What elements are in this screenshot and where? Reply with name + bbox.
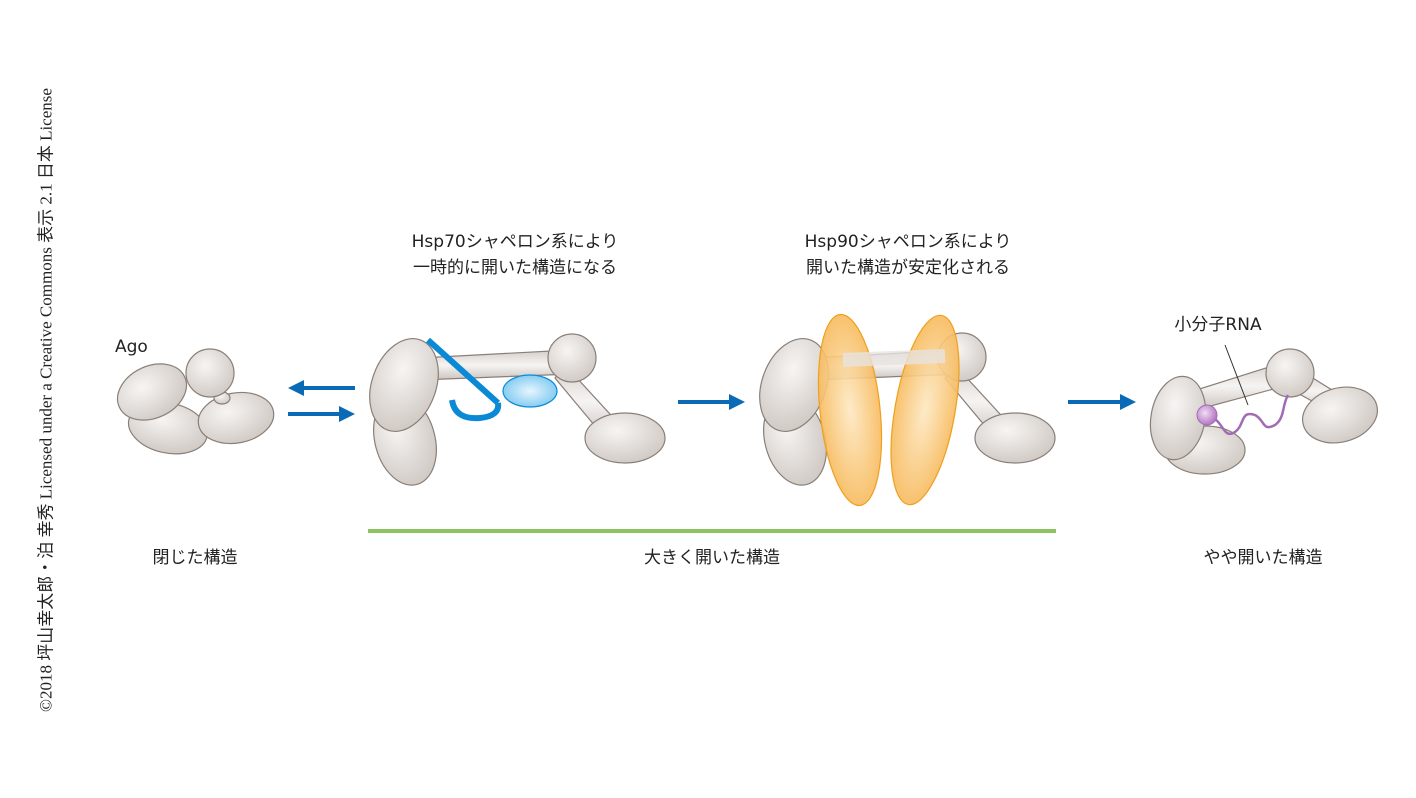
hsp90-chaperone bbox=[817, 313, 960, 507]
hsp70-caption-line2: 一時的に開いた構造になる bbox=[413, 258, 617, 278]
hsp90-caption-line1: Hsp90シャペロン系により bbox=[804, 232, 1012, 252]
hsp70-chaperone bbox=[425, 337, 558, 422]
ago-hsp70-structure bbox=[369, 333, 666, 486]
small-rna bbox=[1196, 344, 1290, 436]
ago-rna-bound-structure bbox=[1149, 348, 1378, 475]
ago-label: Ago bbox=[115, 337, 148, 357]
closed-structure-label: 閉じた構造 bbox=[152, 548, 238, 568]
hsp90-caption-line2: 開いた構造が安定化される bbox=[806, 258, 1010, 278]
ago-closed-structure bbox=[116, 348, 275, 455]
small-rna-label: 小分子RNA bbox=[1174, 315, 1262, 335]
wide-open-structure-label: 大きく開いた構造 bbox=[644, 548, 780, 568]
slightly-open-structure-label: やや開いた構造 bbox=[1203, 548, 1323, 568]
hsp70-caption-line1: Hsp70シャペロン系により bbox=[411, 232, 619, 252]
